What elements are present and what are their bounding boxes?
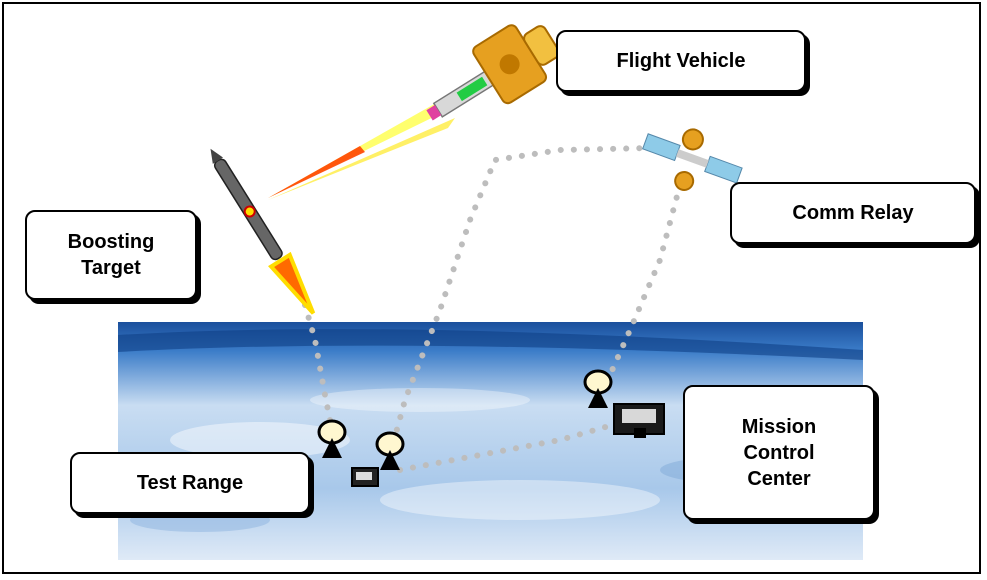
control-building-icon xyxy=(613,403,665,438)
antenna-icon xyxy=(317,419,347,458)
antenna-icon xyxy=(583,369,613,408)
antenna-icon xyxy=(375,431,405,470)
interceptor-plume-icon xyxy=(268,98,455,200)
boosting-target-label: Boosting Target xyxy=(25,210,197,300)
link-range-to-mcc xyxy=(397,417,633,473)
comm-relay-label: Comm Relay xyxy=(730,182,976,244)
link-path-group xyxy=(302,145,683,473)
satellite-icon xyxy=(642,128,743,191)
link-relay-to-mcc xyxy=(607,182,683,378)
link-range-to-relay xyxy=(387,145,653,458)
test-range-label: Test Range xyxy=(70,452,310,514)
control-building-icon xyxy=(351,467,379,487)
mission-control-center-label: Mission Control Center xyxy=(683,385,875,520)
rocket-icon xyxy=(210,148,316,315)
flight-vehicle-label: Flight Vehicle xyxy=(556,30,806,92)
flight-vehicle-icon xyxy=(426,24,560,121)
link-target-to-range xyxy=(302,302,335,433)
